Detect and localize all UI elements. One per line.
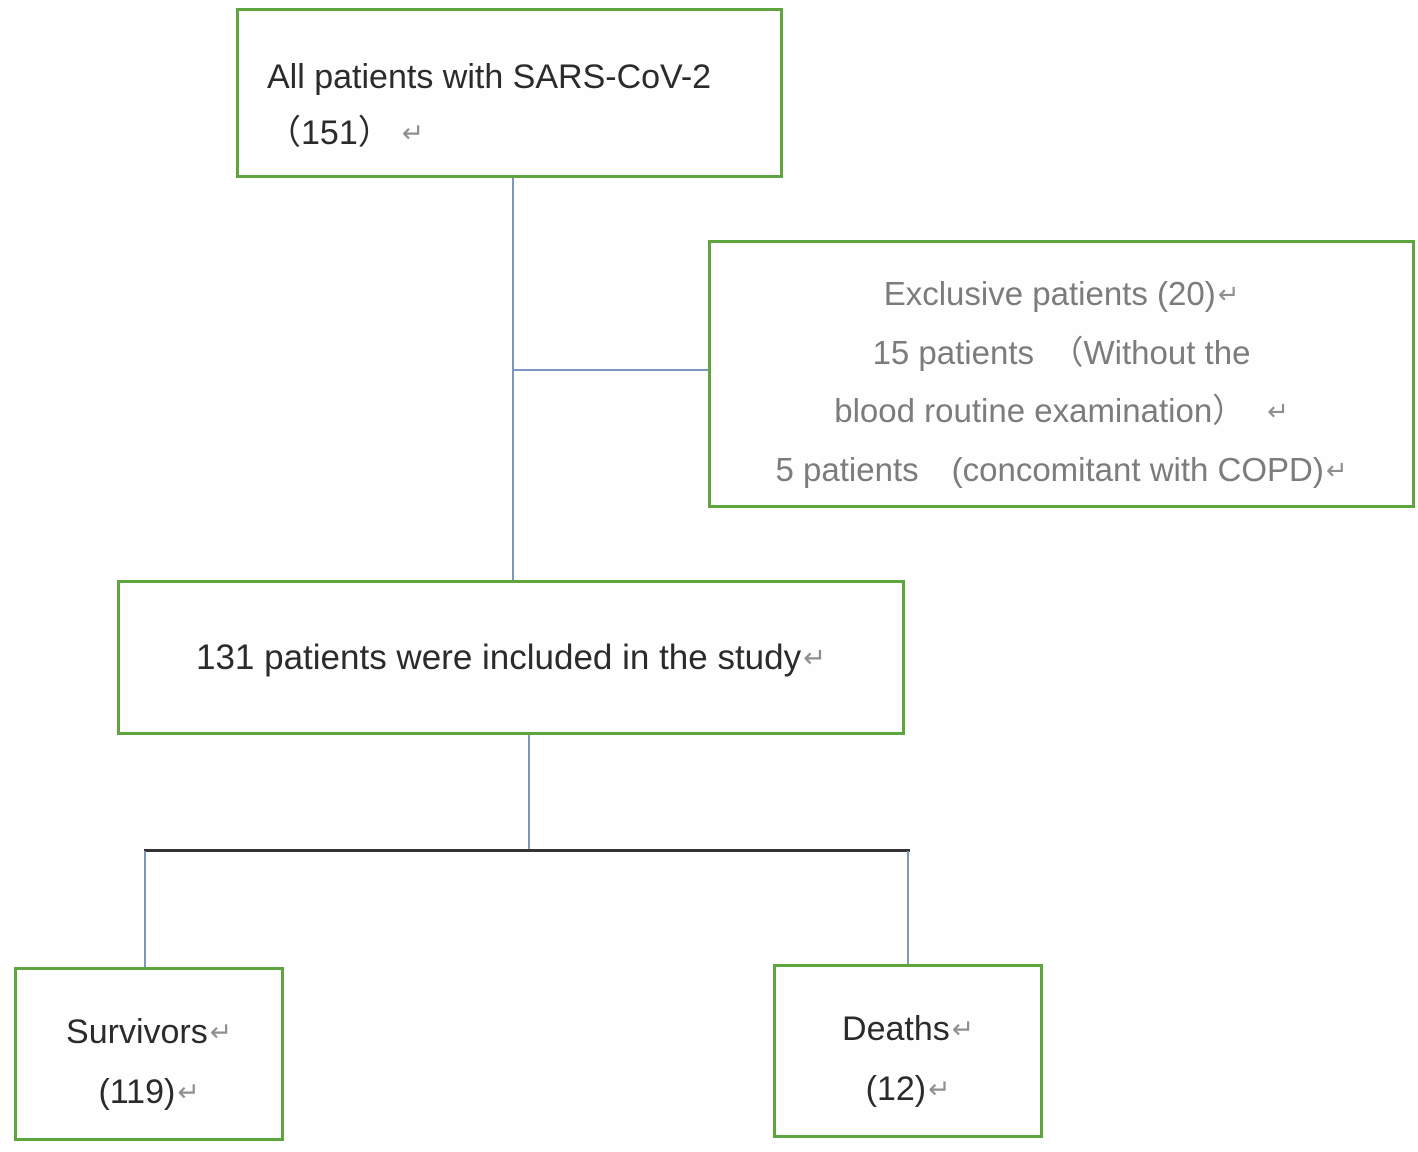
connector-to-survivors-vertical xyxy=(144,851,146,967)
return-mark-icon: ↵ xyxy=(1267,398,1289,426)
excluded-line2: 15 patients （Without the xyxy=(872,334,1251,371)
return-mark-icon: ↵ xyxy=(951,1014,974,1044)
included-line1: 131 patients were included in the study↵ xyxy=(196,637,826,677)
all-patients-line1: All patients with SARS-CoV-2 xyxy=(267,58,712,96)
return-mark-icon: ↵ xyxy=(1325,457,1348,485)
box-all-patients: All patients with SARS-CoV-2 （151）↵ xyxy=(236,8,783,178)
connector-included-down-vertical xyxy=(528,733,530,851)
survivors-line2: (119)↵ xyxy=(98,1073,200,1111)
return-mark-icon: ↵ xyxy=(1217,281,1240,309)
return-mark-icon: ↵ xyxy=(401,118,424,148)
survivors-line1: Survivors↵ xyxy=(66,1013,232,1051)
box-included-patients: 131 patients were included in the study↵ xyxy=(117,580,905,735)
box-excluded-patients: Exclusive patients (20)↵ 15 patients （Wi… xyxy=(708,240,1415,508)
excluded-line4: 5 patients (concomitant with COPD)↵ xyxy=(775,451,1348,488)
return-mark-icon: ↵ xyxy=(803,641,826,673)
return-mark-icon: ↵ xyxy=(209,1017,232,1047)
return-mark-icon: ↵ xyxy=(177,1077,200,1107)
excluded-line3: blood routine examination）↵ xyxy=(834,392,1289,429)
excluded-line1: Exclusive patients (20)↵ xyxy=(883,275,1240,312)
return-mark-icon: ↵ xyxy=(928,1074,951,1104)
all-patients-line2: （151）↵ xyxy=(267,114,424,152)
connector-split-horizontal xyxy=(144,849,910,852)
connector-top-to-included-vertical xyxy=(512,178,514,582)
deaths-line2: (12)↵ xyxy=(865,1070,951,1108)
deaths-line1: Deaths↵ xyxy=(842,1010,974,1048)
box-survivors: Survivors↵ (119)↵ xyxy=(14,967,284,1141)
box-deaths: Deaths↵ (12)↵ xyxy=(773,964,1043,1138)
connector-to-deaths-vertical xyxy=(907,851,909,964)
connector-branch-to-excluded-horizontal xyxy=(513,369,710,371)
